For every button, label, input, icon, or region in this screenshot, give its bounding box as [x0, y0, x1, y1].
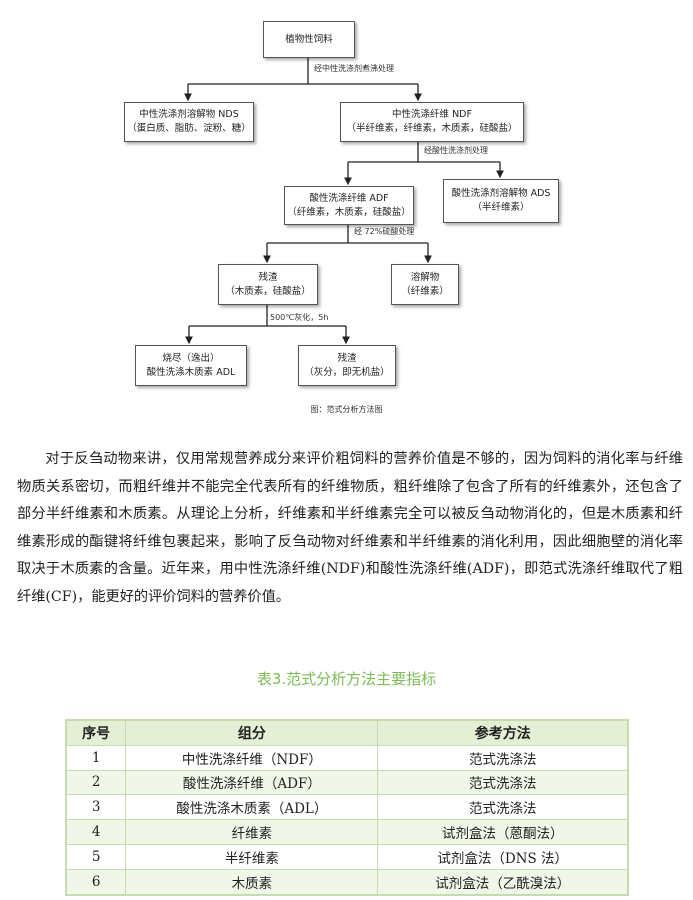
indicator-table: 序号 组分 参考方法 1 中性洗涤纤维（NDF） 范式洗涤法 2 酸性洗涤纤维（… — [65, 719, 629, 896]
node-ndf-line1: 中性洗涤纤维 NDF — [392, 109, 472, 120]
edge-label-neutral: 经中性洗涤剂煮沸处理 — [314, 64, 394, 73]
table-cell: 6 — [65, 868, 127, 896]
node-residue-1-line2: （木质素，硅酸盐） — [225, 285, 311, 297]
node-burn-line2: 酸性洗涤木质素 ADL — [146, 366, 236, 378]
node-burn-line1: 烧尽（逸出） — [162, 352, 220, 364]
node-burn: 烧尽（逸出） 酸性洗涤木质素 ADL — [135, 345, 247, 386]
table-row: 2 酸性洗涤纤维（ADF） 范式洗涤法 — [65, 769, 629, 796]
table-cell: 木质素 — [125, 868, 379, 896]
table-cell: 范式洗涤法 — [377, 794, 629, 821]
table-cell: 1 — [65, 744, 127, 771]
table-cell: 范式洗涤法 — [377, 744, 629, 771]
table-title: 表3.范式分析方法主要指标 — [256, 670, 437, 688]
node-ndf: 中性洗涤纤维 NDF （半纤维素，纤维素，木质素，硅酸盐） — [340, 102, 524, 142]
node-solute: 溶解物 （纤维素） — [391, 264, 459, 305]
table-cell: 中性洗涤纤维（NDF） — [125, 744, 379, 771]
table-row: 6 木质素 试剂盒法（乙酰溴法） — [65, 868, 629, 896]
body-paragraph: 对于反刍动物来讲，仅用常规营养成分来评价粗饲料的营养价值是不够的，因为饲料的消化… — [17, 451, 683, 605]
node-residue-2-line1: 残渣 — [337, 352, 357, 364]
edge-label-acid: 经酸性洗涤剂处理 — [424, 146, 488, 155]
table-row: 1 中性洗涤纤维（NDF） 范式洗涤法 — [65, 744, 629, 771]
table-cell: 酸性洗涤纤维（ADF） — [125, 769, 379, 796]
node-solute-line1: 溶解物 — [410, 271, 440, 283]
flowchart-connectors — [184, 56, 504, 345]
figure-caption: 图：范式分析方法图 — [310, 405, 383, 414]
table-cell: 试剂盒法（DNS 法） — [377, 843, 629, 870]
table-cell: 范式洗涤法 — [377, 769, 629, 796]
table-row: 4 纤维素 试剂盒法（蒽酮法） — [65, 819, 629, 845]
table-cell: 2 — [65, 769, 127, 796]
node-nds-line1: 中性洗涤剂溶解物 NDS — [139, 109, 239, 120]
table-row: 5 半纤维素 试剂盒法（DNS 法） — [65, 843, 629, 870]
node-ads: 酸性洗涤剂溶解物 ADS （半纤维素） — [443, 179, 559, 223]
node-nds-line2: （蛋白质、脂肪、淀粉、糖） — [127, 123, 251, 134]
node-residue-2: 残渣 （灰分，即无机盐） — [298, 345, 396, 386]
edge-label-ash: 500℃灰化，5h — [270, 313, 329, 322]
table-container: 序号 组分 参考方法 1 中性洗涤纤维（NDF） 范式洗涤法 2 酸性洗涤纤维（… — [65, 719, 629, 896]
table-cell: 纤维素 — [125, 819, 379, 845]
table-cell: 半纤维素 — [125, 843, 379, 870]
table-cell: 4 — [65, 819, 127, 845]
table-cell: 5 — [65, 843, 127, 870]
header-cell: 参考方法 — [377, 719, 629, 746]
node-ads-line1: 酸性洗涤剂溶解物 ADS — [451, 188, 551, 199]
table-row: 3 酸性洗涤木质素（ADL） 范式洗涤法 — [65, 794, 629, 821]
header-cell: 序号 — [65, 719, 127, 746]
header-cell: 组分 — [125, 719, 379, 746]
node-residue-1: 残渣 （木质素，硅酸盐） — [218, 264, 318, 305]
node-root-label: 植物性饲料 — [285, 33, 333, 45]
node-solute-line2: （纤维素） — [401, 285, 449, 297]
node-adf-line1: 酸性洗涤纤维 ADF — [309, 192, 389, 204]
node-root: 植物性饲料 — [263, 21, 355, 58]
flowchart: 植物性饲料 经中性洗涤剂煮沸处理 中性洗涤剂溶解物 NDS （蛋白质、脂肪、淀粉… — [0, 0, 693, 425]
table-cell: 酸性洗涤木质素（ADL） — [125, 794, 379, 821]
edge-label-sulfuric: 经 72%硫酸处理 — [354, 227, 415, 236]
table-header-row: 序号 组分 参考方法 — [65, 719, 629, 746]
node-nds: 中性洗涤剂溶解物 NDS （蛋白质、脂肪、淀粉、糖） — [124, 102, 254, 142]
node-ads-line2: （半纤维素） — [472, 202, 530, 213]
table-cell: 试剂盒法（乙酰溴法） — [377, 868, 629, 896]
node-residue-1-line1: 残渣 — [258, 271, 278, 283]
node-residue-2-line2: （灰分，即无机盐） — [304, 366, 390, 378]
node-adf: 酸性洗涤纤维 ADF （纤维素，木质素，硅酸盐） — [284, 186, 414, 225]
table-cell: 试剂盒法（蒽酮法） — [377, 819, 629, 845]
table-cell: 3 — [65, 794, 127, 821]
node-adf-line2: （纤维素，木质素，硅酸盐） — [287, 206, 411, 218]
node-ndf-line2: （半纤维素，纤维素，木质素，硅酸盐） — [346, 123, 518, 134]
